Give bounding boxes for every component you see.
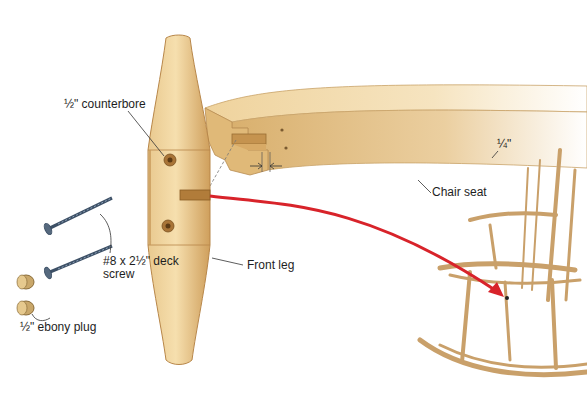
ebony-plug xyxy=(17,275,34,315)
callout-label: #8 x 2½" deck screw xyxy=(103,255,181,281)
deck-screw xyxy=(43,198,112,280)
dimension-label: ¼" xyxy=(497,138,511,151)
part-name: Chair seat xyxy=(432,186,487,199)
leader-line xyxy=(32,111,498,321)
callout-label: ½" counterbore xyxy=(64,98,146,111)
rocking-chair xyxy=(420,150,587,375)
chair-seat xyxy=(205,85,587,175)
front-leg xyxy=(148,35,210,365)
callout-label: ½" ebony plug xyxy=(20,321,96,334)
part-name: Front leg xyxy=(247,259,294,272)
red-arrow xyxy=(210,196,509,300)
